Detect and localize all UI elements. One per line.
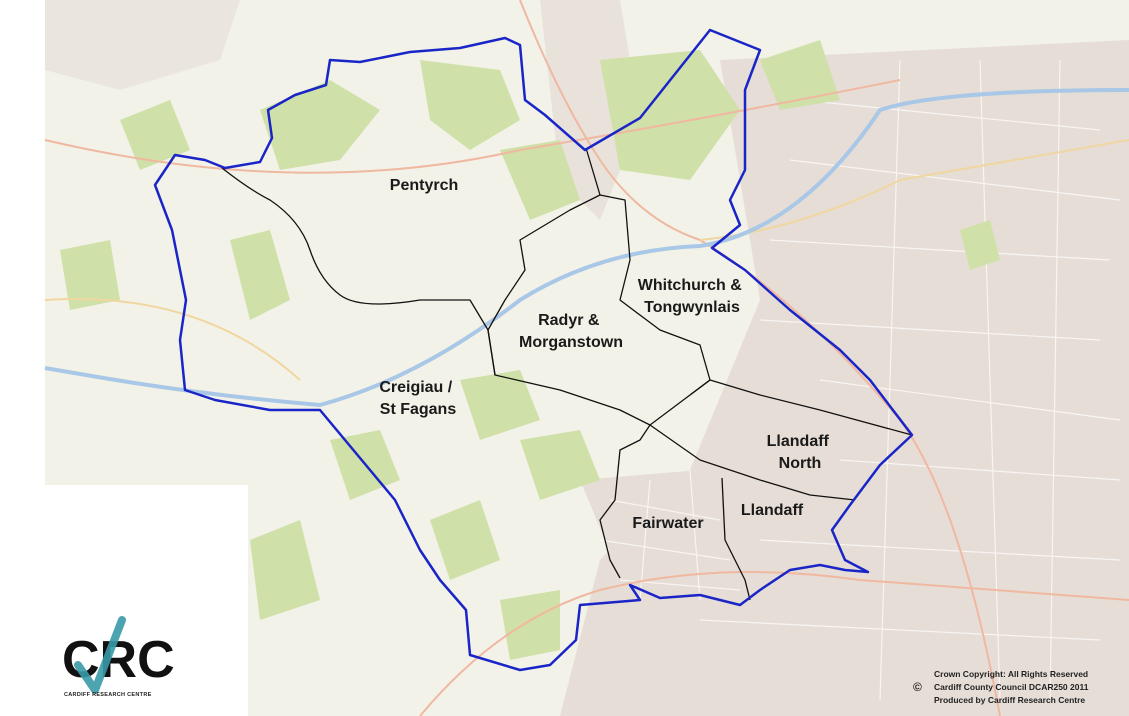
ward-label-radyr-morganstown: Radyr & Morganstown [519, 312, 623, 351]
blank-corner [0, 485, 248, 716]
copyright-line-3: Produced by Cardiff Research Centre [934, 695, 1085, 705]
ward-label-fairwater: Fairwater [632, 515, 703, 532]
ward-label-llandaff-north: Llandaff North [767, 433, 834, 472]
ward-labels: Pentyrch Whitchurch & Tongwynlais Radyr … [379, 177, 834, 532]
green-areas [60, 40, 1000, 660]
copyright-line-2: Cardiff County Council DCAR250 2011 [934, 682, 1089, 692]
crc-logo: CRC CARDIFF RESEARCH CENTRE [62, 616, 175, 698]
ward-label-pentyrch: Pentyrch [390, 177, 458, 194]
crc-logo-caption: CARDIFF RESEARCH CENTRE [64, 692, 152, 698]
ward-label-creigiau-st-fagans: Creigiau / St Fagans [379, 379, 456, 418]
constituency-boundary [153, 28, 914, 672]
street-texture [599, 59, 1121, 701]
ward-label-llandaff: Llandaff [741, 502, 804, 519]
copyright-notice: Crown Copyright: All Rights Reserved © C… [913, 669, 1089, 705]
ward-boundaries [221, 147, 913, 601]
motorway [44, 88, 1129, 408]
roads [44, 0, 1129, 716]
ward-label-whitchurch-tongwynlais: Whitchurch & Tongwynlais [638, 277, 746, 316]
crc-logo-mark: CRC [62, 631, 175, 689]
copyright-line-1: Crown Copyright: All Rights Reserved [934, 669, 1088, 679]
crc-checkmark-icon [74, 616, 126, 694]
urban-areas [45, 0, 1129, 716]
copyright-symbol: © [913, 680, 922, 694]
